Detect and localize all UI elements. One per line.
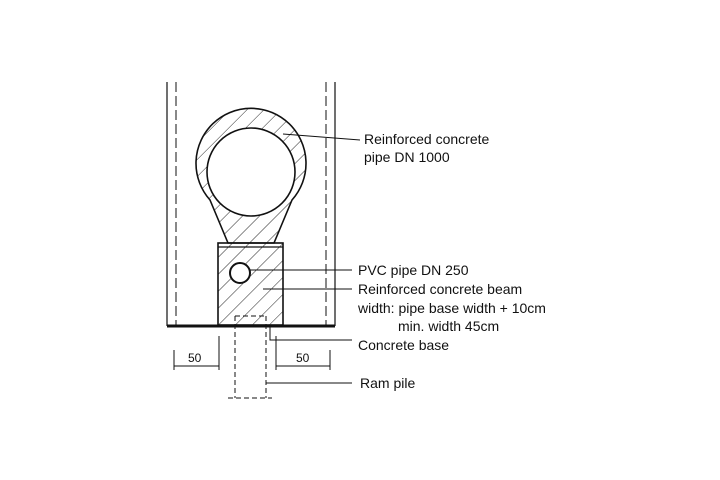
label-beam-3: min. width 45cm: [398, 318, 499, 334]
reinforced-concrete-beam: [217, 242, 284, 326]
dimension-right-label: 50: [296, 351, 310, 365]
label-beam-1: Reinforced concrete beam: [358, 281, 522, 297]
dimension-left-label: 50: [188, 351, 202, 365]
trench-wall-left: [166, 82, 177, 326]
leader-concrete-pipe: [282, 133, 361, 141]
dimension-left: [173, 336, 220, 370]
leader-concrete-base: [269, 326, 352, 341]
reinforced-concrete-pipe: [195, 107, 307, 244]
label-ram-pile: Ram pile: [360, 375, 415, 391]
trench-wall-right: [325, 82, 336, 326]
pvc-pipe: [229, 262, 251, 284]
label-beam-2: width: pipe base width + 10cm: [357, 300, 546, 316]
label-pvc-pipe: PVC pipe DN 250: [358, 262, 469, 278]
label-concrete-pipe-2: pipe DN 1000: [364, 149, 450, 165]
dimension-right: [275, 336, 331, 370]
label-concrete-pipe-1: Reinforced concrete: [364, 131, 490, 147]
ram-pile: [228, 315, 272, 399]
label-concrete-base: Concrete base: [358, 337, 449, 353]
